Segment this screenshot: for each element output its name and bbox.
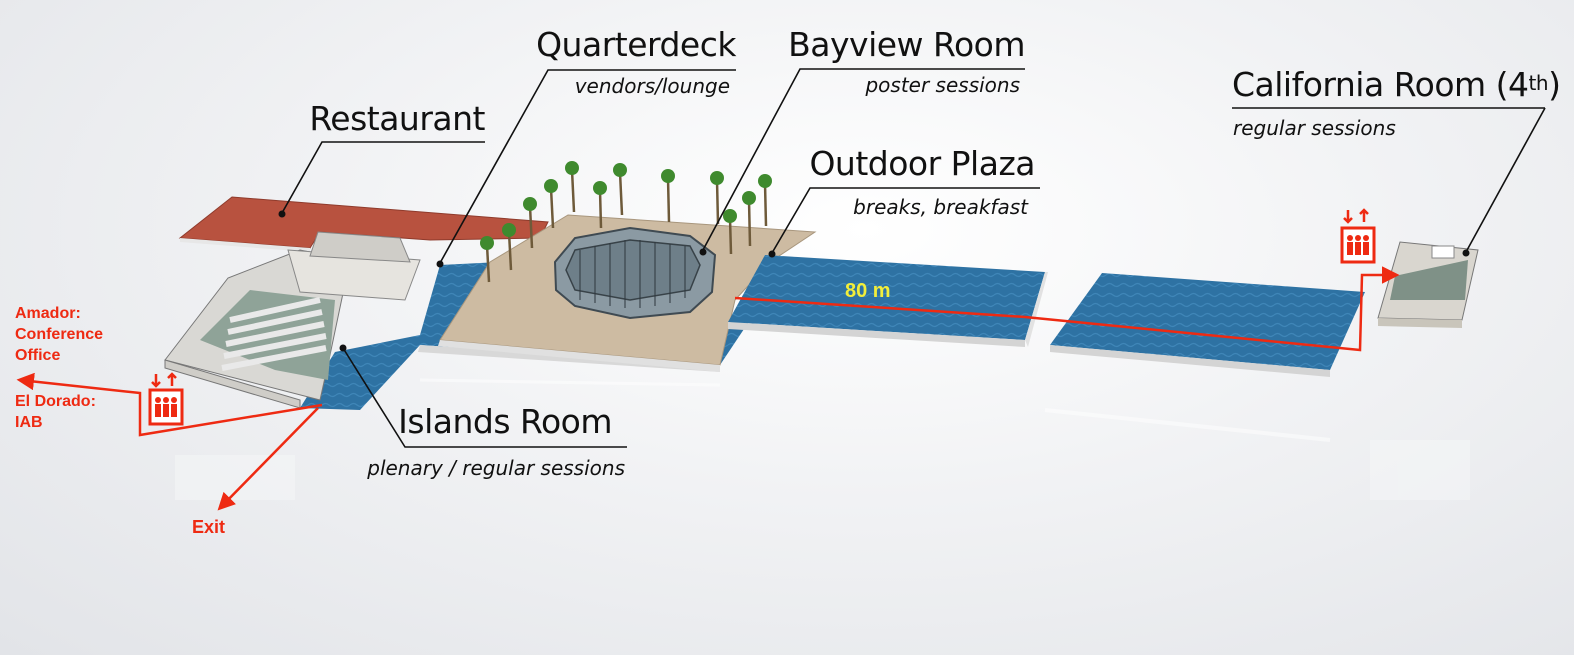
islands-title: Islands Room: [398, 402, 612, 441]
route-exit-line: [16, 372, 323, 437]
outdoor-plaza-title: Outdoor Plaza: [809, 144, 1035, 183]
exit-label: Exit: [192, 517, 226, 537]
quarterdeck-subtitle: vendors/lounge: [574, 74, 730, 98]
california-room-building: [1377, 241, 1479, 328]
amador-label: Amador: Conference Office: [15, 305, 104, 364]
quarterdeck-title: Quarterdeck: [536, 25, 736, 64]
floor-reflection: [175, 378, 1470, 500]
bayview-title: Bayview Room: [788, 25, 1025, 64]
pool-far: [1050, 273, 1365, 377]
california-subtitle: regular sessions: [1233, 116, 1396, 140]
route-line: [734, 266, 1400, 352]
palm-tree-icon: [485, 169, 768, 283]
islands-subtitle: plenary / regular sessions: [367, 456, 625, 480]
outdoor-plaza-subtitle: breaks, breakfast: [853, 195, 1028, 219]
islands-room-building: [164, 231, 421, 409]
restaurant-title: Restaurant: [309, 99, 485, 138]
pool-east: [728, 255, 1048, 347]
eldorado-label: El Dorado: IAB: [15, 393, 96, 431]
california-title: California Room (4th): [1232, 65, 1561, 104]
bayview-building: [553, 226, 717, 320]
exit-arrow-icon: [217, 407, 319, 511]
distance-label: 80 m: [845, 280, 891, 302]
elevator-icon: [148, 372, 184, 426]
leader-lines: [281, 68, 1546, 448]
elevator-icon: [1340, 208, 1376, 264]
bayview-subtitle: poster sessions: [865, 73, 1020, 97]
